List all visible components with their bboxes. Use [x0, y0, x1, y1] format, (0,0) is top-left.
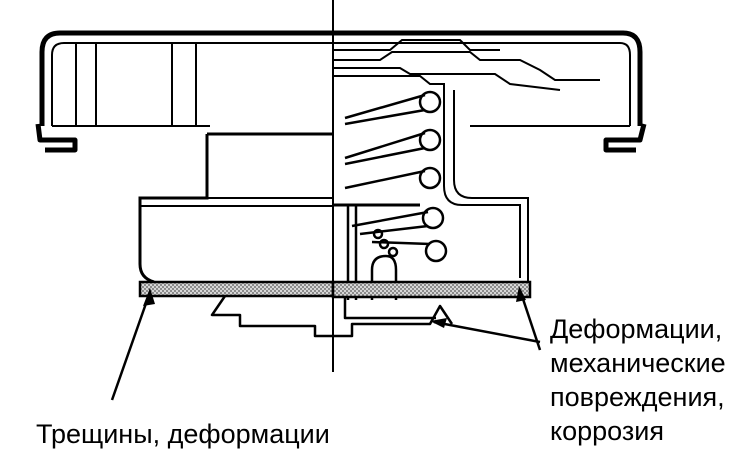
annotation-leaders	[110, 289, 542, 401]
cap-outer-shell	[35, 30, 647, 153]
cap-body	[138, 132, 333, 284]
label-deformation-damage-line1: Деформации,	[550, 314, 722, 344]
arrowhead-right-a	[430, 318, 447, 328]
label-deformation-damage-line3: повреждения,	[550, 382, 725, 412]
valve-spring	[344, 90, 448, 263]
cap-shell-inner-lines	[51, 42, 631, 127]
label-cracks-deformation: Трещины, деформации	[36, 419, 330, 449]
valve-seat	[210, 295, 454, 338]
arrowhead-right-b	[516, 286, 526, 302]
seal-gasket	[138, 280, 532, 299]
arrowhead-left	[143, 288, 155, 306]
valve-section-lines	[333, 39, 600, 285]
label-deformation-damage-line4: коррозия	[550, 416, 664, 446]
label-deformation-damage-line2: механические	[550, 348, 726, 378]
